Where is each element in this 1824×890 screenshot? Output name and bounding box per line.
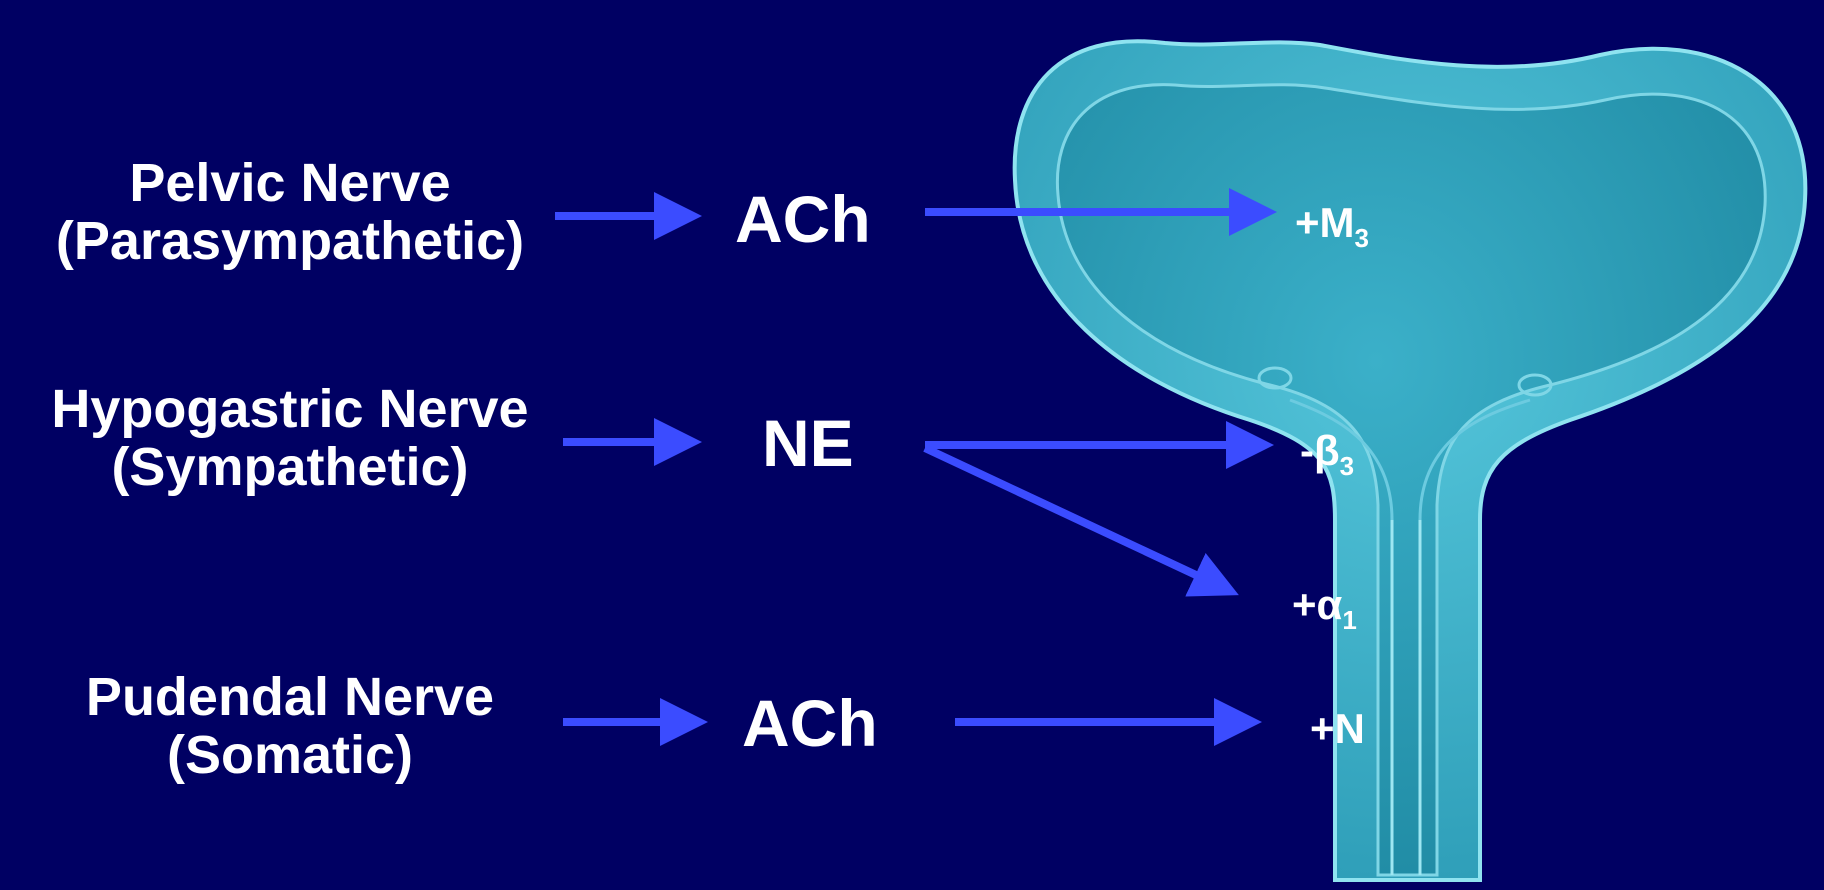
nerve-label-pudendal: Pudendal Nerve (Somatic) [10,668,570,784]
nerve-label-hypogastric: Hypogastric Nerve (Sympathetic) [10,380,570,496]
transmitter-ach-pelvic: ACh [735,184,871,254]
receptor-alpha1: +α1 [1292,582,1357,643]
transmitter-ne: NE [762,408,854,478]
receptor-n: +N [1310,706,1365,767]
nerve-name: Pudendal Nerve [10,668,570,726]
arrow-ne-to-alpha1 [925,448,1228,590]
receptor-m3: +M3 [1295,200,1369,261]
nerve-label-pelvic: Pelvic Nerve (Parasympathetic) [10,154,570,270]
nerve-type: (Parasympathetic) [10,212,570,270]
nerve-name: Pelvic Nerve [10,154,570,212]
nerve-type: (Somatic) [10,726,570,784]
transmitter-ach-pudendal: ACh [742,688,878,758]
nerve-name: Hypogastric Nerve [10,380,570,438]
receptor-beta3: -β3 [1300,428,1354,489]
nerve-type: (Sympathetic) [10,438,570,496]
